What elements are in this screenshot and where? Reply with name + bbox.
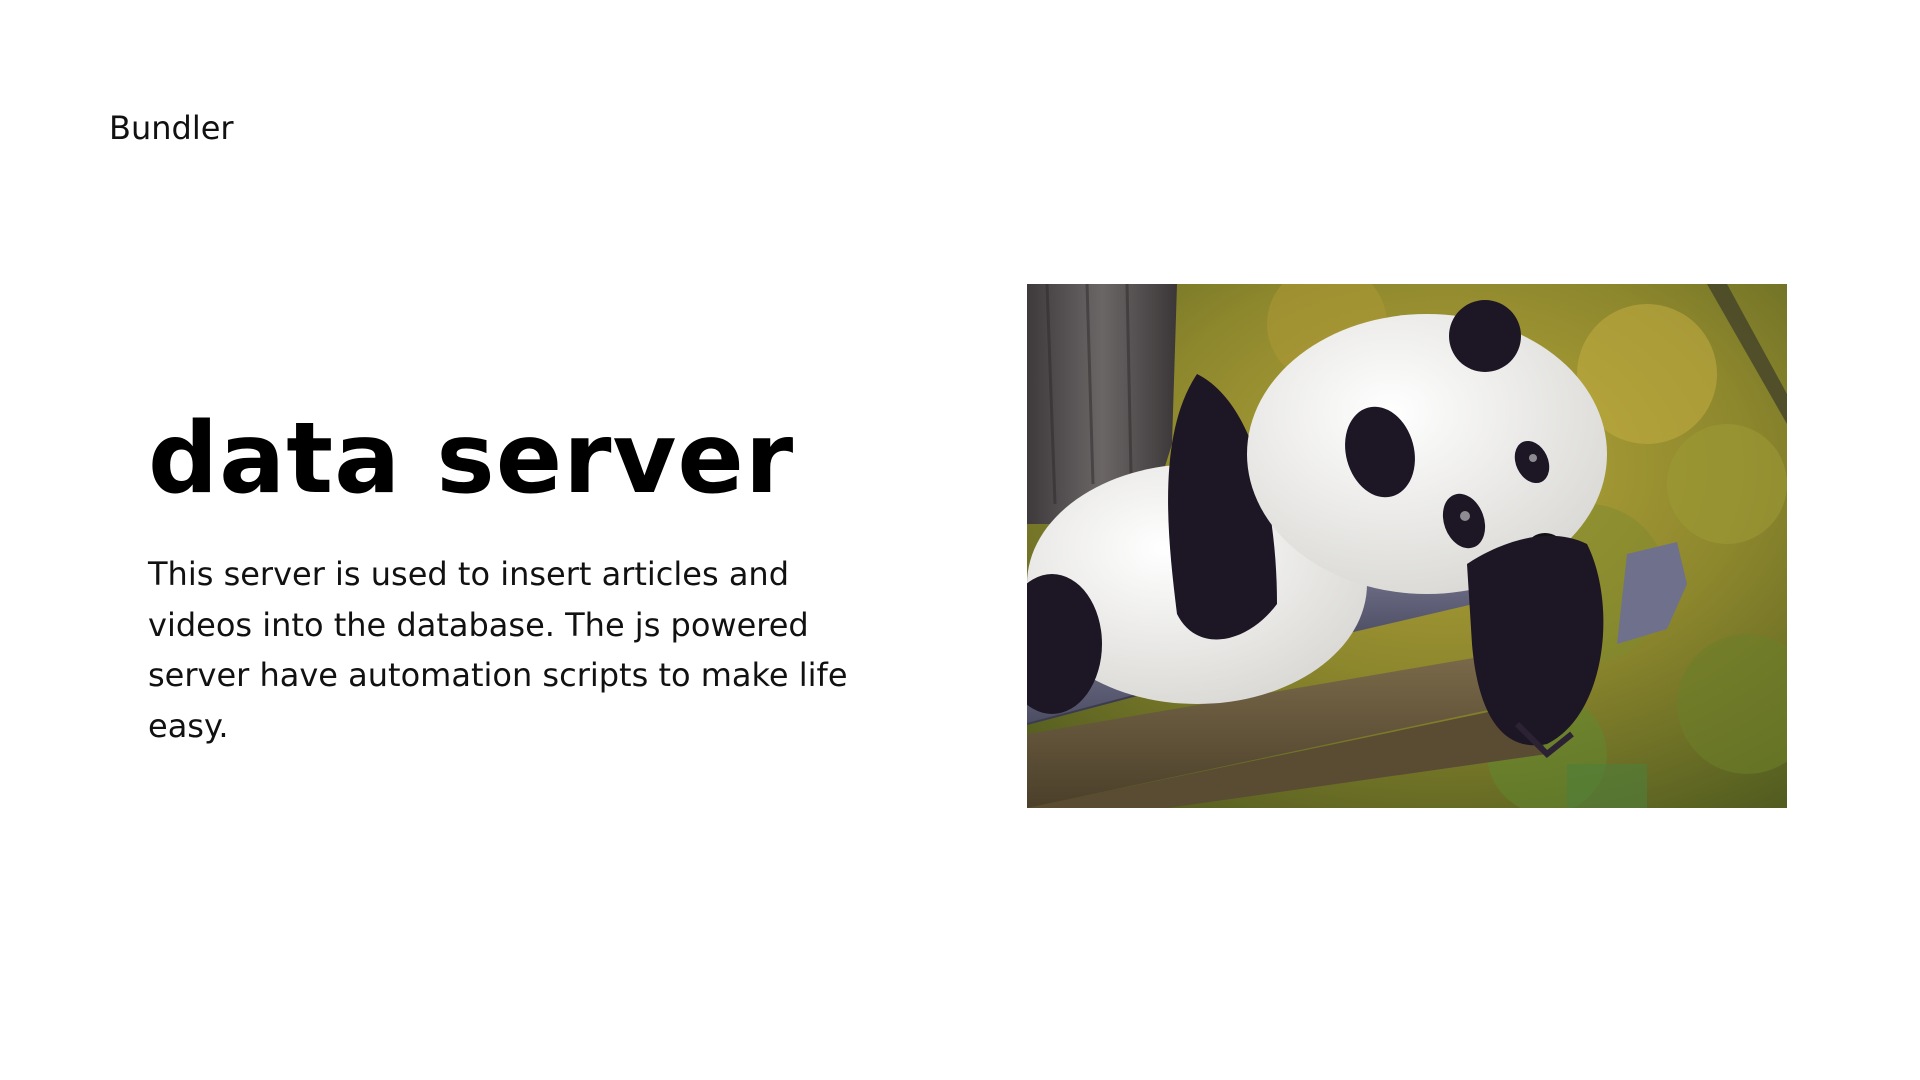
brand-logo-text: Bundler <box>109 109 234 147</box>
panda-photo <box>1027 284 1787 808</box>
page-title: data server <box>148 402 795 516</box>
hero-description: This server is used to insert articles a… <box>148 555 848 745</box>
panda-illustration <box>1027 284 1787 808</box>
